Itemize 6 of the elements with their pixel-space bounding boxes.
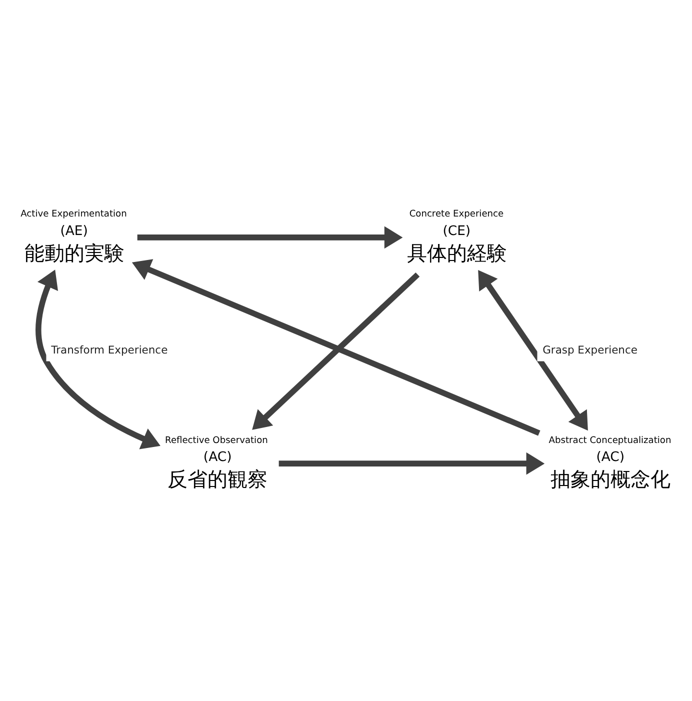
node-text: Concrete Experience (CE) 具体的経験 [406,210,507,265]
node-text: Active Experimentation (AE) 能動的実験 [20,210,127,265]
edge-label: Grasp Experience [542,343,638,356]
node-text: Reflective Observation (AC) 反省的観察 [165,436,268,492]
edge-label: Transform Experience [51,343,168,356]
node-text: Abstract Conceptualization (AC) 抽象的概念化 [548,436,672,492]
